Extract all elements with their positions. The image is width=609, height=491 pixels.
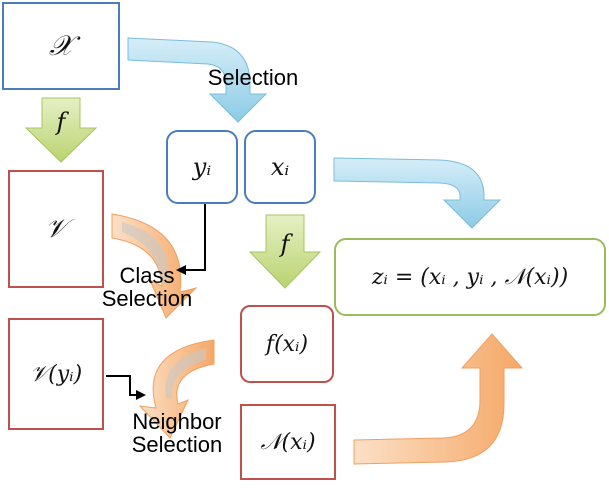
nxi-symbol: 𝒩(xᵢ) [260, 429, 316, 455]
green-arrow-f-left [24, 97, 98, 163]
yi-box: yᵢ [166, 130, 238, 204]
xi-box: xᵢ [244, 130, 316, 204]
nxi-box: 𝒩(xᵢ) [240, 404, 336, 480]
neighbor-selection-line-1: Neighbor [132, 409, 222, 434]
fxi-symbol: f(xᵢ) [265, 331, 309, 357]
orange-arrow-neighbor-selection [138, 339, 215, 439]
zi-equation: zᵢ = (xᵢ , yᵢ , 𝒩(xᵢ)) [371, 264, 569, 290]
f-middle-label: f [280, 230, 290, 258]
x-box: 𝒳 [2, 2, 120, 90]
selection-label: Selection [207, 65, 299, 90]
zi-box: zᵢ = (xᵢ , yᵢ , 𝒩(xᵢ)) [334, 238, 606, 316]
xi-symbol: xᵢ [270, 153, 290, 181]
fxi-box: f(xᵢ) [240, 305, 334, 383]
blue-arrow-selection [127, 37, 268, 123]
green-arrow-f-middle [248, 214, 322, 289]
connector-vyi-neighbor [106, 375, 140, 396]
orange-arrow-class-selection [111, 213, 198, 319]
f-left-label: f [56, 108, 66, 136]
x-symbol: 𝒳 [48, 29, 74, 62]
class-selection-line-2: Selection [101, 286, 193, 312]
orange-arrow-to-zi [353, 333, 524, 465]
class-selection-line-1: Class [119, 263, 175, 288]
v-box: 𝒱 [8, 170, 104, 288]
neighbor-selection-line-2: Selection [131, 432, 223, 458]
v-symbol: 𝒱 [45, 213, 67, 244]
connector-yi-class [182, 204, 206, 271]
v-yi-symbol: 𝒱(yᵢ) [29, 361, 83, 387]
class-selection-label: Class Selection [82, 264, 212, 310]
blue-arrow-to-zi [333, 157, 502, 229]
v-yi-box: 𝒱(yᵢ) [8, 318, 104, 430]
neighbor-selection-label: Neighbor Selection [112, 410, 242, 456]
yi-symbol: yᵢ [192, 153, 212, 181]
